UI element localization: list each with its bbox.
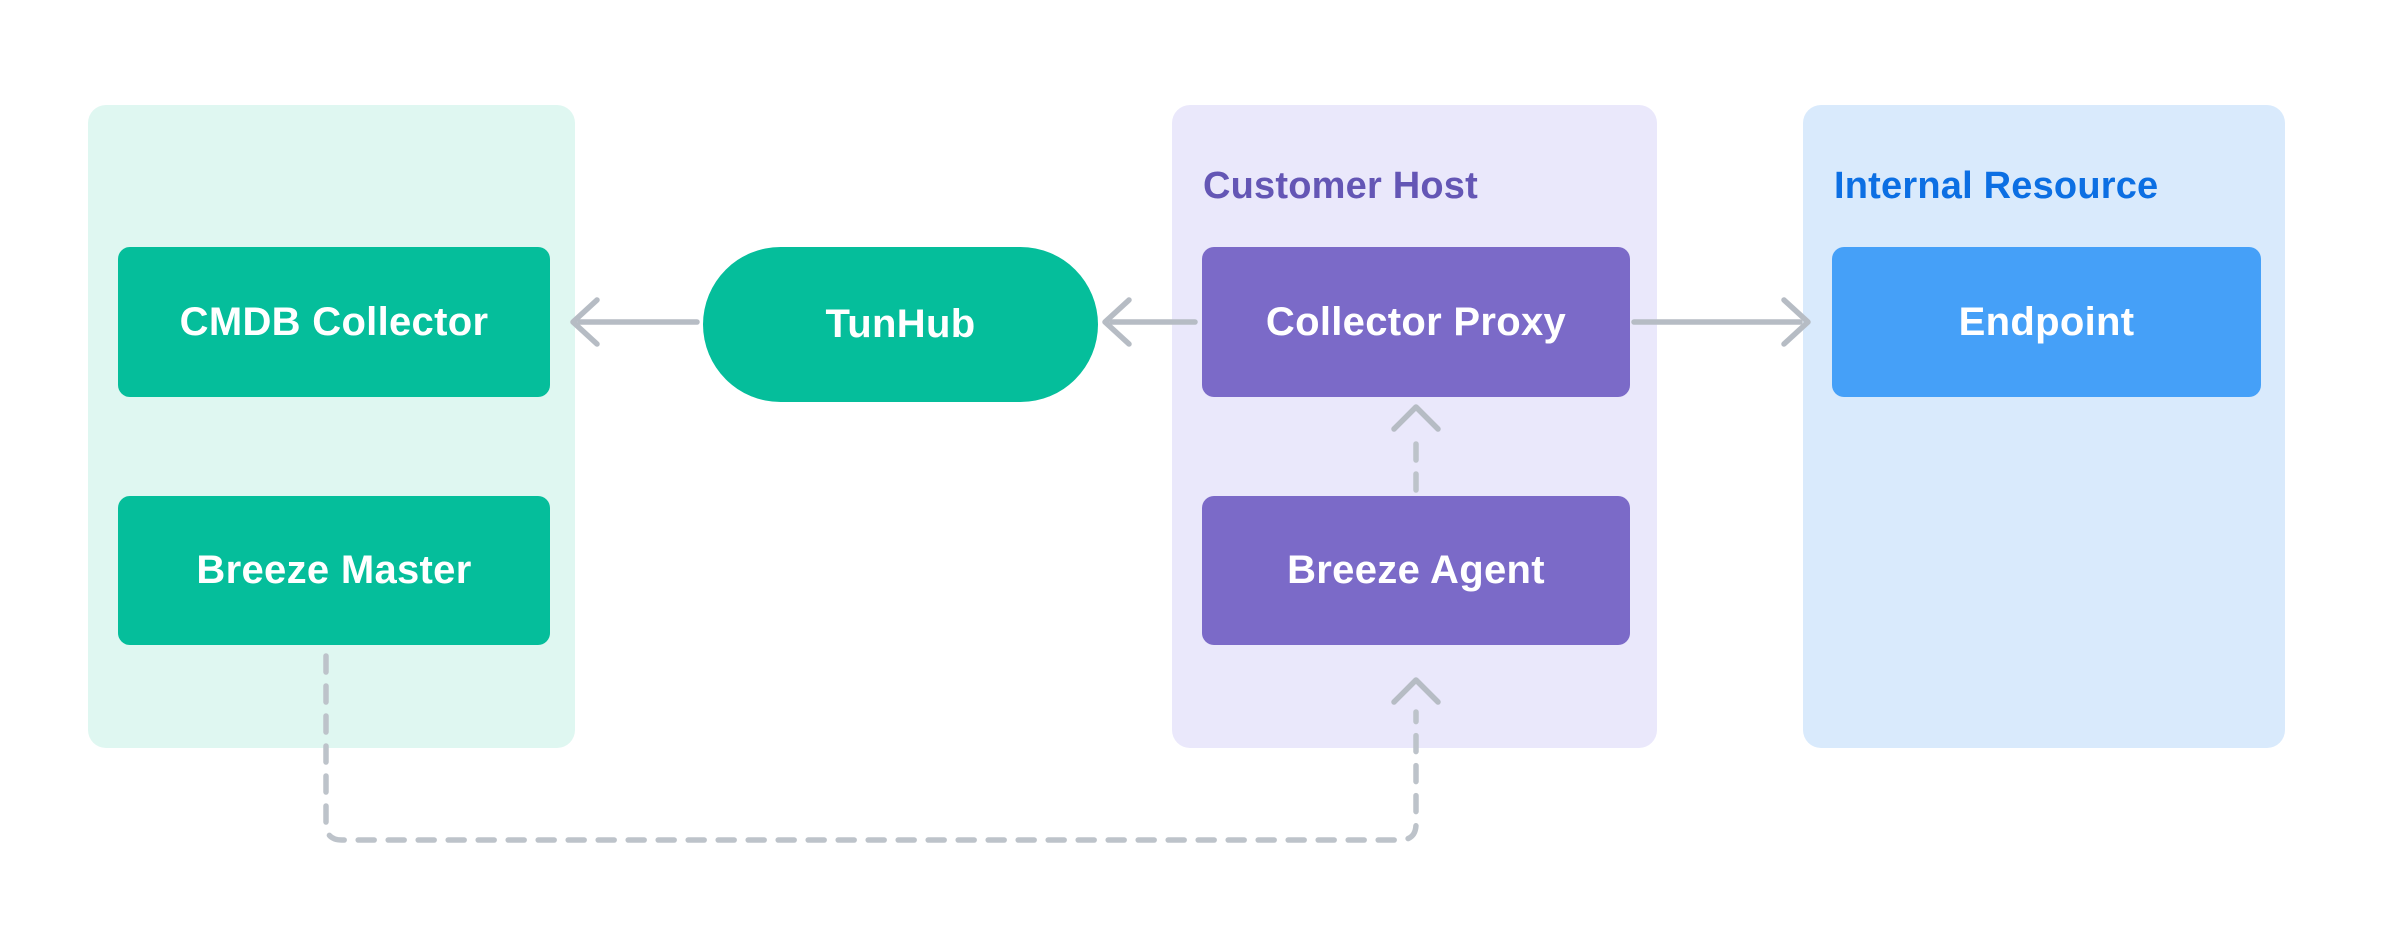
internal-resource-label: Internal Resource — [1834, 165, 2159, 207]
internal-resource-group — [1803, 105, 2285, 748]
arrow-collector-proxy-to-endpoint — [1631, 297, 1811, 347]
breeze-agent-node: Breeze Agent — [1202, 496, 1630, 645]
endpoint-node: Endpoint — [1832, 247, 2261, 397]
breeze-master-node: Breeze Master — [118, 496, 550, 645]
arrow-tunhub-to-cmdb-collector — [570, 297, 700, 347]
tunhub-node: TunHub — [703, 247, 1098, 402]
collector-proxy-node: Collector Proxy — [1202, 247, 1630, 397]
cmdb-collector-node: CMDB Collector — [118, 247, 550, 397]
customer-host-label: Customer Host — [1203, 165, 1478, 207]
breeze-platform-group — [88, 105, 575, 748]
